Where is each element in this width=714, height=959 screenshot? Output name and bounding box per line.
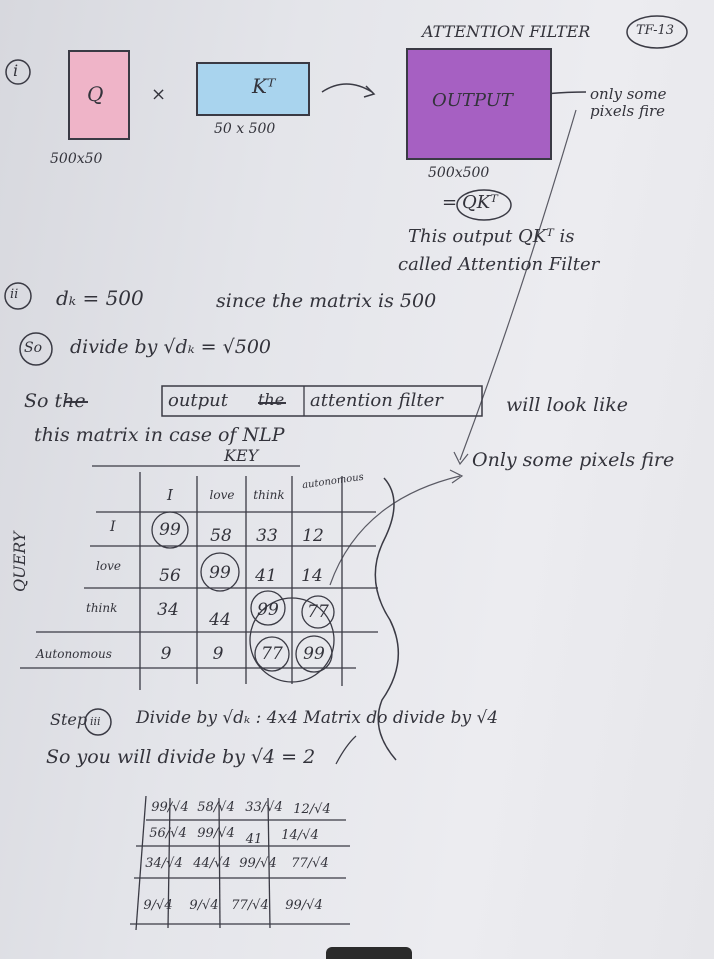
column-header-love: love <box>209 488 235 502</box>
query-label: QUERY <box>10 531 29 592</box>
bottom-handle <box>326 947 412 959</box>
page-tag: TF-13 <box>636 23 675 38</box>
scaled-cell: 77/√4 <box>231 898 269 913</box>
column-header-i: I <box>167 486 173 504</box>
scaled-cell: 34/√4 <box>145 856 183 871</box>
step-one-marker: i <box>13 61 19 80</box>
matrix-cell: 56 <box>159 566 181 586</box>
scaled-cell: 41 <box>245 832 263 847</box>
kt-size: 50 x 500 <box>214 121 276 137</box>
pixels-fire-note: Only some pixels fire <box>472 449 675 471</box>
scaled-cell: 99/√4 <box>197 826 235 841</box>
matrix-cell: 44 <box>209 610 231 630</box>
divide-step-line-1: Divide by √dₖ : 4x4 Matrix do divide by … <box>136 708 499 728</box>
scaled-cell: 77/√4 <box>291 856 329 871</box>
q-label: Q <box>87 82 104 106</box>
matrix-cell: 58 <box>210 526 232 546</box>
scaled-cell: 99/√4 <box>285 898 323 913</box>
header-title: ATTENTION FILTER <box>422 22 591 41</box>
divide-line: divide by √dₖ = √500 <box>70 336 272 358</box>
called-note-line-1: This output QKᵀ is <box>408 226 575 247</box>
matrix-cell: 9 <box>160 644 172 664</box>
q-size: 500x50 <box>50 151 103 167</box>
row-label-think: think <box>86 601 118 615</box>
dk-line: dₖ = 500 <box>56 286 144 310</box>
attention-filter-word: attention filter <box>310 390 443 411</box>
matrix-cell: 99 <box>257 600 279 620</box>
output-label: OUTPUT <box>432 90 513 111</box>
scaled-cell: 44/√4 <box>193 856 231 871</box>
scaled-cell: 9/√4 <box>143 898 173 913</box>
struck-word: the <box>258 390 285 409</box>
matrix-cell: 77 <box>307 602 329 622</box>
will-look-text: will look like <box>506 394 628 416</box>
matrix-cell: 33 <box>256 526 278 546</box>
output-word: output <box>168 390 229 411</box>
scaled-cell: 14/√4 <box>281 828 319 843</box>
matrix-cell: 12 <box>302 526 324 546</box>
times-sign: × <box>151 84 167 105</box>
so-the-text: So the <box>24 390 86 412</box>
since-line: since the matrix is 500 <box>216 290 437 312</box>
kt-label: Kᵀ <box>252 74 276 98</box>
output-size: 500x500 <box>428 165 490 181</box>
key-label: KEY <box>224 446 259 465</box>
row-label-autonomous: Autonomous <box>36 647 112 661</box>
matrix-cell: 99 <box>209 563 231 583</box>
column-header-think: think <box>253 488 285 502</box>
row-label-i: I <box>110 519 116 535</box>
row-label-love: love <box>96 559 121 573</box>
matrix-cell: 77 <box>261 644 283 664</box>
step-three-marker: iii <box>90 715 101 728</box>
scaled-cell: 58/√4 <box>197 800 235 815</box>
scaled-cell: 12/√4 <box>293 802 331 817</box>
output-matrix-box <box>406 48 552 160</box>
output-qkt: QKᵀ <box>462 192 498 213</box>
matrix-context-line: this matrix in case of NLP <box>34 424 285 446</box>
matrix-cell: 99 <box>303 644 325 664</box>
scaled-cell: 56/√4 <box>149 826 187 841</box>
output-note: only some pixels fire <box>590 85 667 120</box>
matrix-cell: 14 <box>301 566 323 586</box>
output-equals: = <box>442 192 458 213</box>
so-marker: So <box>24 340 43 356</box>
step-two-marker: ii <box>10 287 19 302</box>
called-note-line-2: called Attention Filter <box>398 254 600 275</box>
divide-step-line-2: So you will divide by √4 = 2 <box>46 746 316 768</box>
q-matrix-box <box>68 50 130 140</box>
matrix-cell: 41 <box>255 566 277 586</box>
scaled-cell: 99/√4 <box>239 856 277 871</box>
scaled-cell: 99/√4 <box>151 800 189 815</box>
scaled-cell: 33/√4 <box>245 800 283 815</box>
matrix-cell: 99 <box>159 520 181 540</box>
scaled-cell: 9/√4 <box>189 898 219 913</box>
step-word: Step <box>50 710 88 729</box>
kt-matrix-box <box>196 62 310 116</box>
matrix-cell: 9 <box>212 644 224 664</box>
matrix-cell: 34 <box>157 600 179 620</box>
